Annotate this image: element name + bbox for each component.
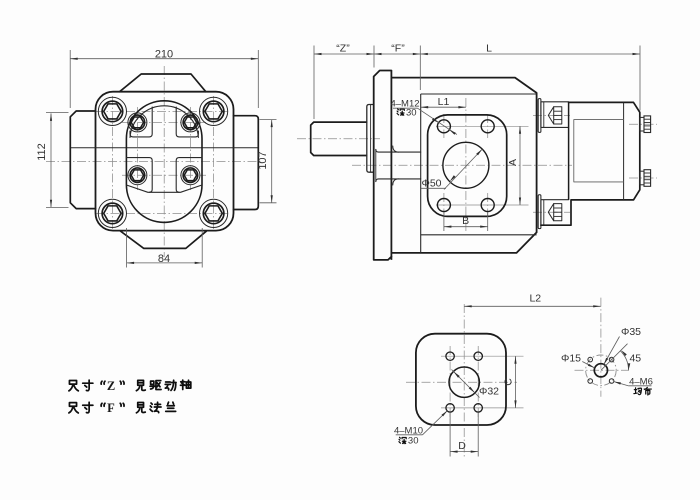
svg-text:F: F xyxy=(107,401,115,415)
svg-text:107: 107 xyxy=(257,151,269,169)
svg-text:Φ35: Φ35 xyxy=(621,326,641,338)
svg-text:4–M10: 4–M10 xyxy=(394,425,423,436)
svg-text:Φ50: Φ50 xyxy=(421,178,441,190)
svg-text:“Z”: “Z” xyxy=(336,43,350,55)
svg-text:D: D xyxy=(458,440,466,452)
svg-text:L: L xyxy=(486,43,492,55)
svg-text:C: C xyxy=(502,378,514,386)
svg-text:Z: Z xyxy=(107,379,115,393)
svg-text:30: 30 xyxy=(408,436,419,447)
svg-text:84: 84 xyxy=(158,253,170,265)
svg-text:210: 210 xyxy=(155,48,173,60)
svg-text:Φ15: Φ15 xyxy=(561,353,581,365)
svg-text:Φ32: Φ32 xyxy=(479,386,499,398)
svg-text:L1: L1 xyxy=(438,96,450,108)
svg-text:30: 30 xyxy=(406,107,417,118)
svg-text:112: 112 xyxy=(36,143,48,161)
svg-text:L2: L2 xyxy=(529,293,541,305)
svg-text:B: B xyxy=(462,215,469,227)
svg-text:4–M12: 4–M12 xyxy=(390,99,419,110)
svg-text:45: 45 xyxy=(629,353,641,365)
svg-text:A: A xyxy=(507,159,519,166)
svg-text:“F”: “F” xyxy=(391,43,405,55)
svg-text:4–M6: 4–M6 xyxy=(629,376,653,387)
